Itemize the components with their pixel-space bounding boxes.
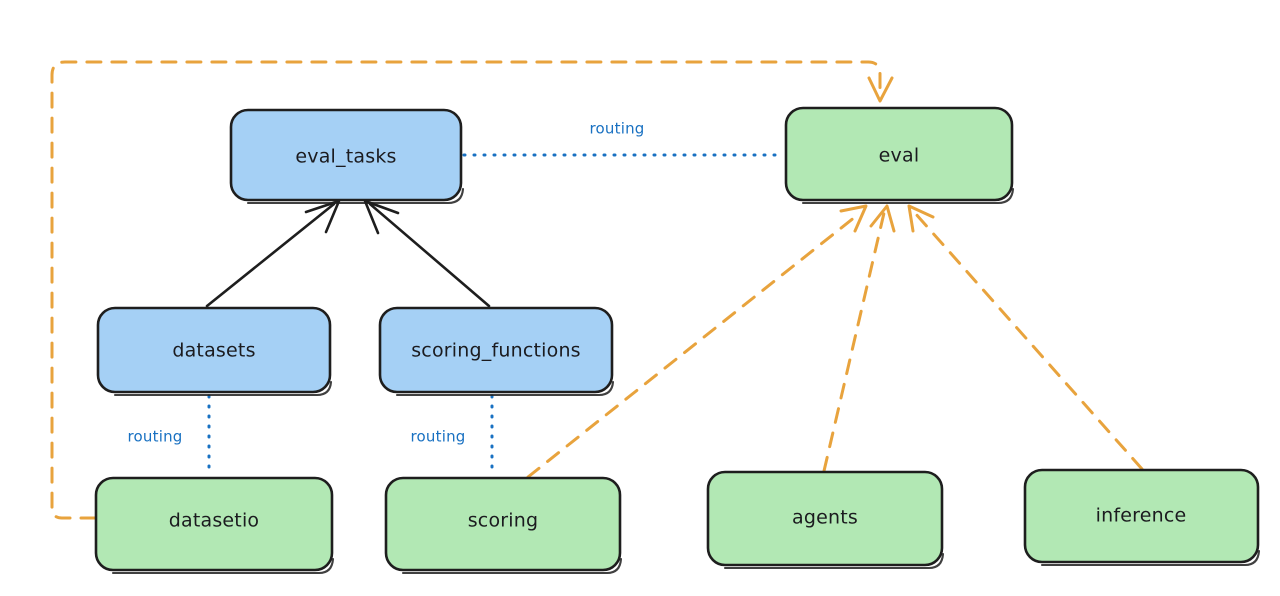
edge-path-datasetio-to-eval bbox=[50, 60, 882, 520]
node-datasetio[interactable]: datasetio bbox=[94, 476, 335, 575]
node-eval-sketch-underline bbox=[801, 187, 1015, 205]
node-eval-tasks-box bbox=[229, 108, 463, 202]
edge-path-agents-to-eval bbox=[822, 211, 886, 473]
node-scoring-functions-label: scoring_functions bbox=[411, 340, 581, 362]
node-datasetio-sketch-underline bbox=[111, 557, 335, 575]
node-datasets[interactable]: datasets bbox=[96, 306, 333, 397]
arrowhead-datasets-to-eval-tasks bbox=[304, 199, 341, 234]
node-scoring-functions-sketch-underline bbox=[395, 380, 615, 397]
arrowhead-scoring-to-eval bbox=[839, 204, 868, 233]
node-scoring[interactable]: scoring bbox=[384, 476, 623, 575]
node-inference[interactable]: inference bbox=[1023, 468, 1261, 567]
edge-inference-to-eval bbox=[907, 204, 1144, 471]
edge-label-routing-top: routing bbox=[590, 120, 645, 138]
node-datasets-sketch-underline bbox=[113, 380, 333, 397]
node-datasets-box bbox=[96, 306, 332, 394]
node-inference-label: inference bbox=[1096, 505, 1187, 527]
node-inference-box bbox=[1023, 468, 1260, 564]
arrowhead-inference-to-eval bbox=[907, 204, 935, 233]
node-agents[interactable]: agents bbox=[706, 470, 945, 570]
node-agents-sketch-underline bbox=[723, 552, 945, 570]
arrowhead-scoring-functions-to-eval-tasks bbox=[363, 199, 400, 235]
edge-path-scoring-to-eval bbox=[526, 211, 862, 479]
node-datasetio-label: datasetio bbox=[169, 510, 260, 532]
edge-path-scoring-functions-to-eval-tasks bbox=[368, 202, 491, 308]
node-eval-box bbox=[784, 106, 1014, 202]
node-scoring-box bbox=[384, 476, 622, 572]
edge-label-routing-datasets: routing bbox=[128, 428, 183, 446]
node-scoring-functions[interactable]: scoring_functions bbox=[378, 306, 615, 397]
edge-datasetio-to-eval bbox=[50, 60, 894, 520]
edge-layer bbox=[50, 60, 1144, 520]
node-datasets-label: datasets bbox=[172, 340, 255, 362]
edge-scoring-to-eval bbox=[526, 204, 868, 479]
node-agents-label: agents bbox=[792, 507, 858, 529]
node-datasetio-box bbox=[94, 476, 334, 572]
edge-path-datasets-to-eval-tasks bbox=[205, 202, 336, 308]
edge-scoring-functions-to-eval-tasks bbox=[363, 199, 491, 308]
arrowhead-datasetio-to-eval bbox=[867, 76, 894, 103]
node-agents-box bbox=[706, 470, 944, 567]
edge-path-inference-to-eval bbox=[913, 211, 1144, 471]
node-layer: eval_tasks eval datasets scoring_functio… bbox=[94, 106, 1261, 575]
node-scoring-label: scoring bbox=[468, 510, 539, 532]
node-eval-label: eval bbox=[879, 145, 920, 167]
edge-label-routing-scoring: routing bbox=[411, 428, 466, 446]
node-inference-sketch-underline bbox=[1040, 549, 1261, 567]
node-eval[interactable]: eval bbox=[784, 106, 1015, 205]
node-scoring-functions-box bbox=[378, 306, 614, 394]
arrowhead-agents-to-eval bbox=[869, 204, 896, 233]
node-eval-tasks-sketch-underline bbox=[246, 187, 465, 205]
edge-datasets-to-eval-tasks bbox=[205, 199, 341, 308]
edge-agents-to-eval bbox=[822, 204, 896, 473]
node-eval-tasks[interactable]: eval_tasks bbox=[229, 108, 465, 205]
node-scoring-sketch-underline bbox=[401, 557, 623, 575]
edge-label-layer: routing routing routing bbox=[128, 120, 645, 446]
node-eval-tasks-label: eval_tasks bbox=[295, 146, 396, 168]
